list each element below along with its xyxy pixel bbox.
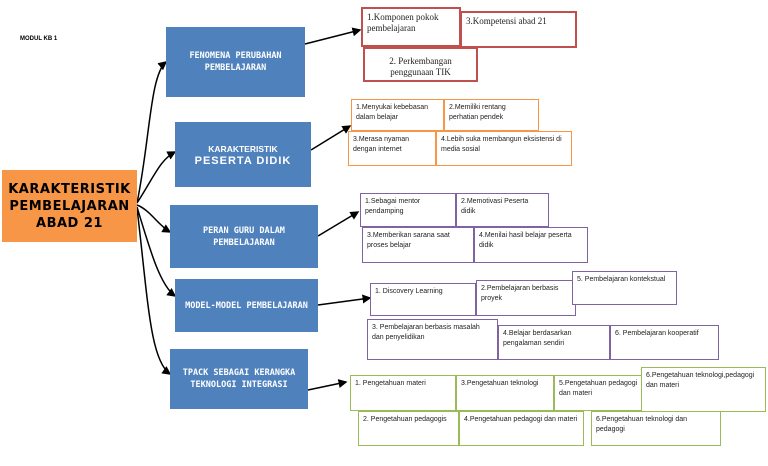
peserta-item-3: 3.Merasa nyaman dengan internet (348, 131, 436, 166)
arrow-peserta (310, 125, 352, 151)
peserta-item-1: 1.Menyukai kebebasan dalam belajar (351, 99, 444, 131)
model-item-1: 1. Discovery Learning (370, 283, 476, 316)
category-peserta-title-line1: KARAKTERISTIK (208, 143, 278, 154)
category-peserta: KARAKTERISTIK PESERTA DIDIK (175, 122, 311, 187)
model-item-6: 6. Pembelajaran kooperatif (610, 325, 719, 360)
peserta-item-2: 2.Memiliki rentang perhatian pendek (444, 99, 539, 131)
tpack-item-6b: 6.Pengetahuan teknologi dan pedagogi (591, 411, 721, 446)
arrow-tpack (307, 379, 348, 391)
model-item-4: 4.Belajar berdasarkan pengalaman sendiri (498, 325, 610, 360)
branch-model (136, 206, 177, 297)
model-item-5: 5. Pembelajaran kontekstual (572, 271, 677, 305)
arrow-model (317, 294, 372, 306)
main-topic-box: KARAKTERISTIK PEMBELAJARAN ABAD 21 (2, 170, 137, 242)
tpack-item-4: 4.Pengetahuan pedagogi dan materi (459, 411, 584, 446)
peserta-item-4: 4.Lebih suka membangun eksistensi di med… (436, 131, 572, 166)
category-guru: PERAN GURU DALAM PEMBELAJARAN (170, 205, 318, 268)
tpack-item-1: 1. Pengetahuan materi (350, 375, 456, 411)
guru-item-1: 1.Sebagai mentor pendamping (360, 193, 456, 227)
branch-tpack (136, 207, 172, 375)
tpack-item-5: 5.Pengetahuan pedagogi dan materi (554, 375, 644, 411)
category-fenomena: FENOMENA PERUBAHAN PEMBELAJARAN (166, 27, 305, 97)
category-peserta-title-line2: PESERTA DIDIK (194, 154, 292, 167)
tpack-item-3: 3.Pengetahuan teknologi (456, 375, 554, 411)
category-model: MODEL-MODEL PEMBELAJARAN (175, 279, 318, 332)
model-item-3: 3. Pembelajaran berbasis masalah dan pen… (367, 319, 498, 360)
guru-item-2: 2.Memotivasi Peserta didik (456, 193, 549, 227)
arrow-guru (317, 211, 360, 237)
model-item-2: 2.Pembelajaran berbasis proyek (476, 280, 576, 316)
arrow-fenomena (304, 27, 362, 45)
tpack-item-6a: 6.Pengetahuan teknologi,pedagogi dan mat… (641, 367, 766, 412)
category-tpack-title: TPACK SEBAGAI KERANGKA TEKNOLOGI INTEGRA… (182, 368, 296, 390)
branch-peserta (136, 151, 177, 204)
category-fenomena-title: FENOMENA PERUBAHAN PEMBELAJARAN (189, 51, 282, 73)
category-model-title: MODEL-MODEL PEMBELAJARAN (185, 300, 308, 311)
category-tpack: TPACK SEBAGAI KERANGKA TEKNOLOGI INTEGRA… (170, 349, 308, 409)
main-topic-text: KARAKTERISTIK PEMBELAJARAN ABAD 21 (8, 181, 131, 231)
guru-item-4: 4.Menilai hasil belajar peserta didik (474, 227, 588, 263)
tpack-item-2: 2. Pengetahuan pedagogis (358, 411, 459, 446)
guru-item-3: 3.Memberikan sarana saat proses belajar (362, 227, 474, 263)
branch-fenomena (136, 61, 168, 204)
fenomena-item-1: 1.Komponen pokok pembelajaran (361, 7, 461, 47)
module-label: MODUL KB 1 (20, 36, 58, 42)
fenomena-item-2: 2. Perkembangan penggunaan TIK (363, 47, 478, 82)
fenomena-item-3: 3.Kompetensi abad 21 (460, 11, 577, 48)
category-guru-title: PERAN GURU DALAM PEMBELAJARAN (203, 225, 285, 248)
branch-guru (136, 204, 172, 233)
